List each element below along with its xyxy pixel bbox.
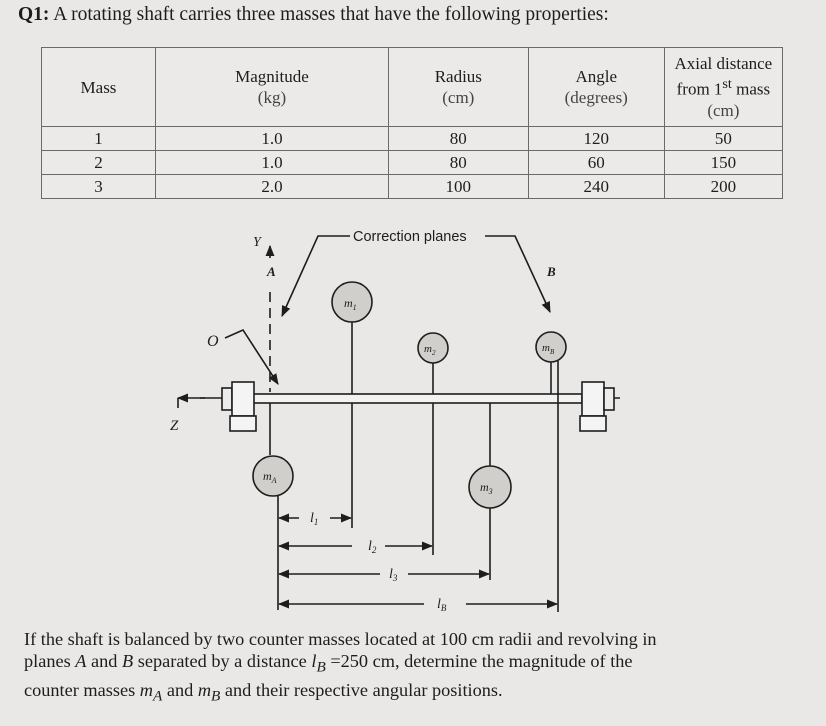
- mass-1-disc: [331, 281, 373, 323]
- m3-label: m3: [480, 480, 493, 496]
- lb-label: lB: [437, 597, 447, 613]
- l3-label: l3: [389, 567, 398, 583]
- header-magnitude: Magnitude(kg): [154, 47, 389, 127]
- header-mass: Mass: [41, 47, 156, 127]
- table-row: 3 2.0 100 240 200: [41, 174, 784, 199]
- l1-label: l1: [310, 511, 318, 527]
- table-row: 2 1.0 80 60 150: [41, 150, 784, 175]
- statement-line-2: planes A and B separated by a distance l…: [24, 651, 633, 676]
- ma-label: mA: [263, 469, 277, 485]
- question-text: A rotating shaft carries three masses th…: [53, 4, 609, 25]
- plane-a-label: A: [266, 264, 276, 279]
- question-label: Q1:: [18, 4, 50, 25]
- cell-mass: 3: [41, 174, 156, 199]
- mb-label: mB: [542, 342, 555, 356]
- mass-a-disc: [252, 455, 294, 497]
- right-bearing: [579, 381, 615, 432]
- question-heading: Q1: A rotating shaft carries three masse…: [18, 4, 609, 26]
- l2-label: l2: [368, 539, 377, 555]
- m1-label: m1: [344, 296, 357, 312]
- cell-magnitude: 1.0: [154, 150, 389, 175]
- cell-angle: 240: [527, 174, 665, 199]
- m2-label: m2: [424, 343, 436, 357]
- correction-planes-label: Correction planes: [353, 229, 467, 245]
- statement-line-1: If the shaft is balanced by two counter …: [24, 629, 657, 649]
- table-header-row: Mass Magnitude(kg) Radius(cm) Angle(degr…: [41, 47, 784, 127]
- left-bearing: [221, 381, 257, 432]
- mass-properties-table: Mass Magnitude(kg) Radius(cm) Angle(degr…: [41, 47, 784, 199]
- mass-3-disc: [468, 465, 512, 509]
- cell-axial: 200: [663, 174, 784, 199]
- origin-label: O: [207, 333, 219, 350]
- plane-b-label: B: [546, 264, 556, 279]
- z-axis-label: Z: [170, 418, 179, 434]
- mass-b-disc: [535, 331, 567, 363]
- header-radius: Radius(cm): [387, 47, 529, 127]
- cell-axial: 150: [663, 150, 784, 175]
- cell-radius: 100: [387, 174, 529, 199]
- cell-mass: 2: [41, 150, 156, 175]
- shaft: [251, 393, 583, 404]
- mass-2-disc: [417, 332, 449, 364]
- y-axis-label: Y: [253, 235, 263, 250]
- statement-line-3: counter masses mA and mB and their respe…: [24, 679, 503, 705]
- cell-magnitude: 2.0: [154, 174, 389, 199]
- problem-statement: If the shaft is balanced by two counter …: [24, 628, 794, 707]
- header-angle: Angle(degrees): [527, 47, 665, 127]
